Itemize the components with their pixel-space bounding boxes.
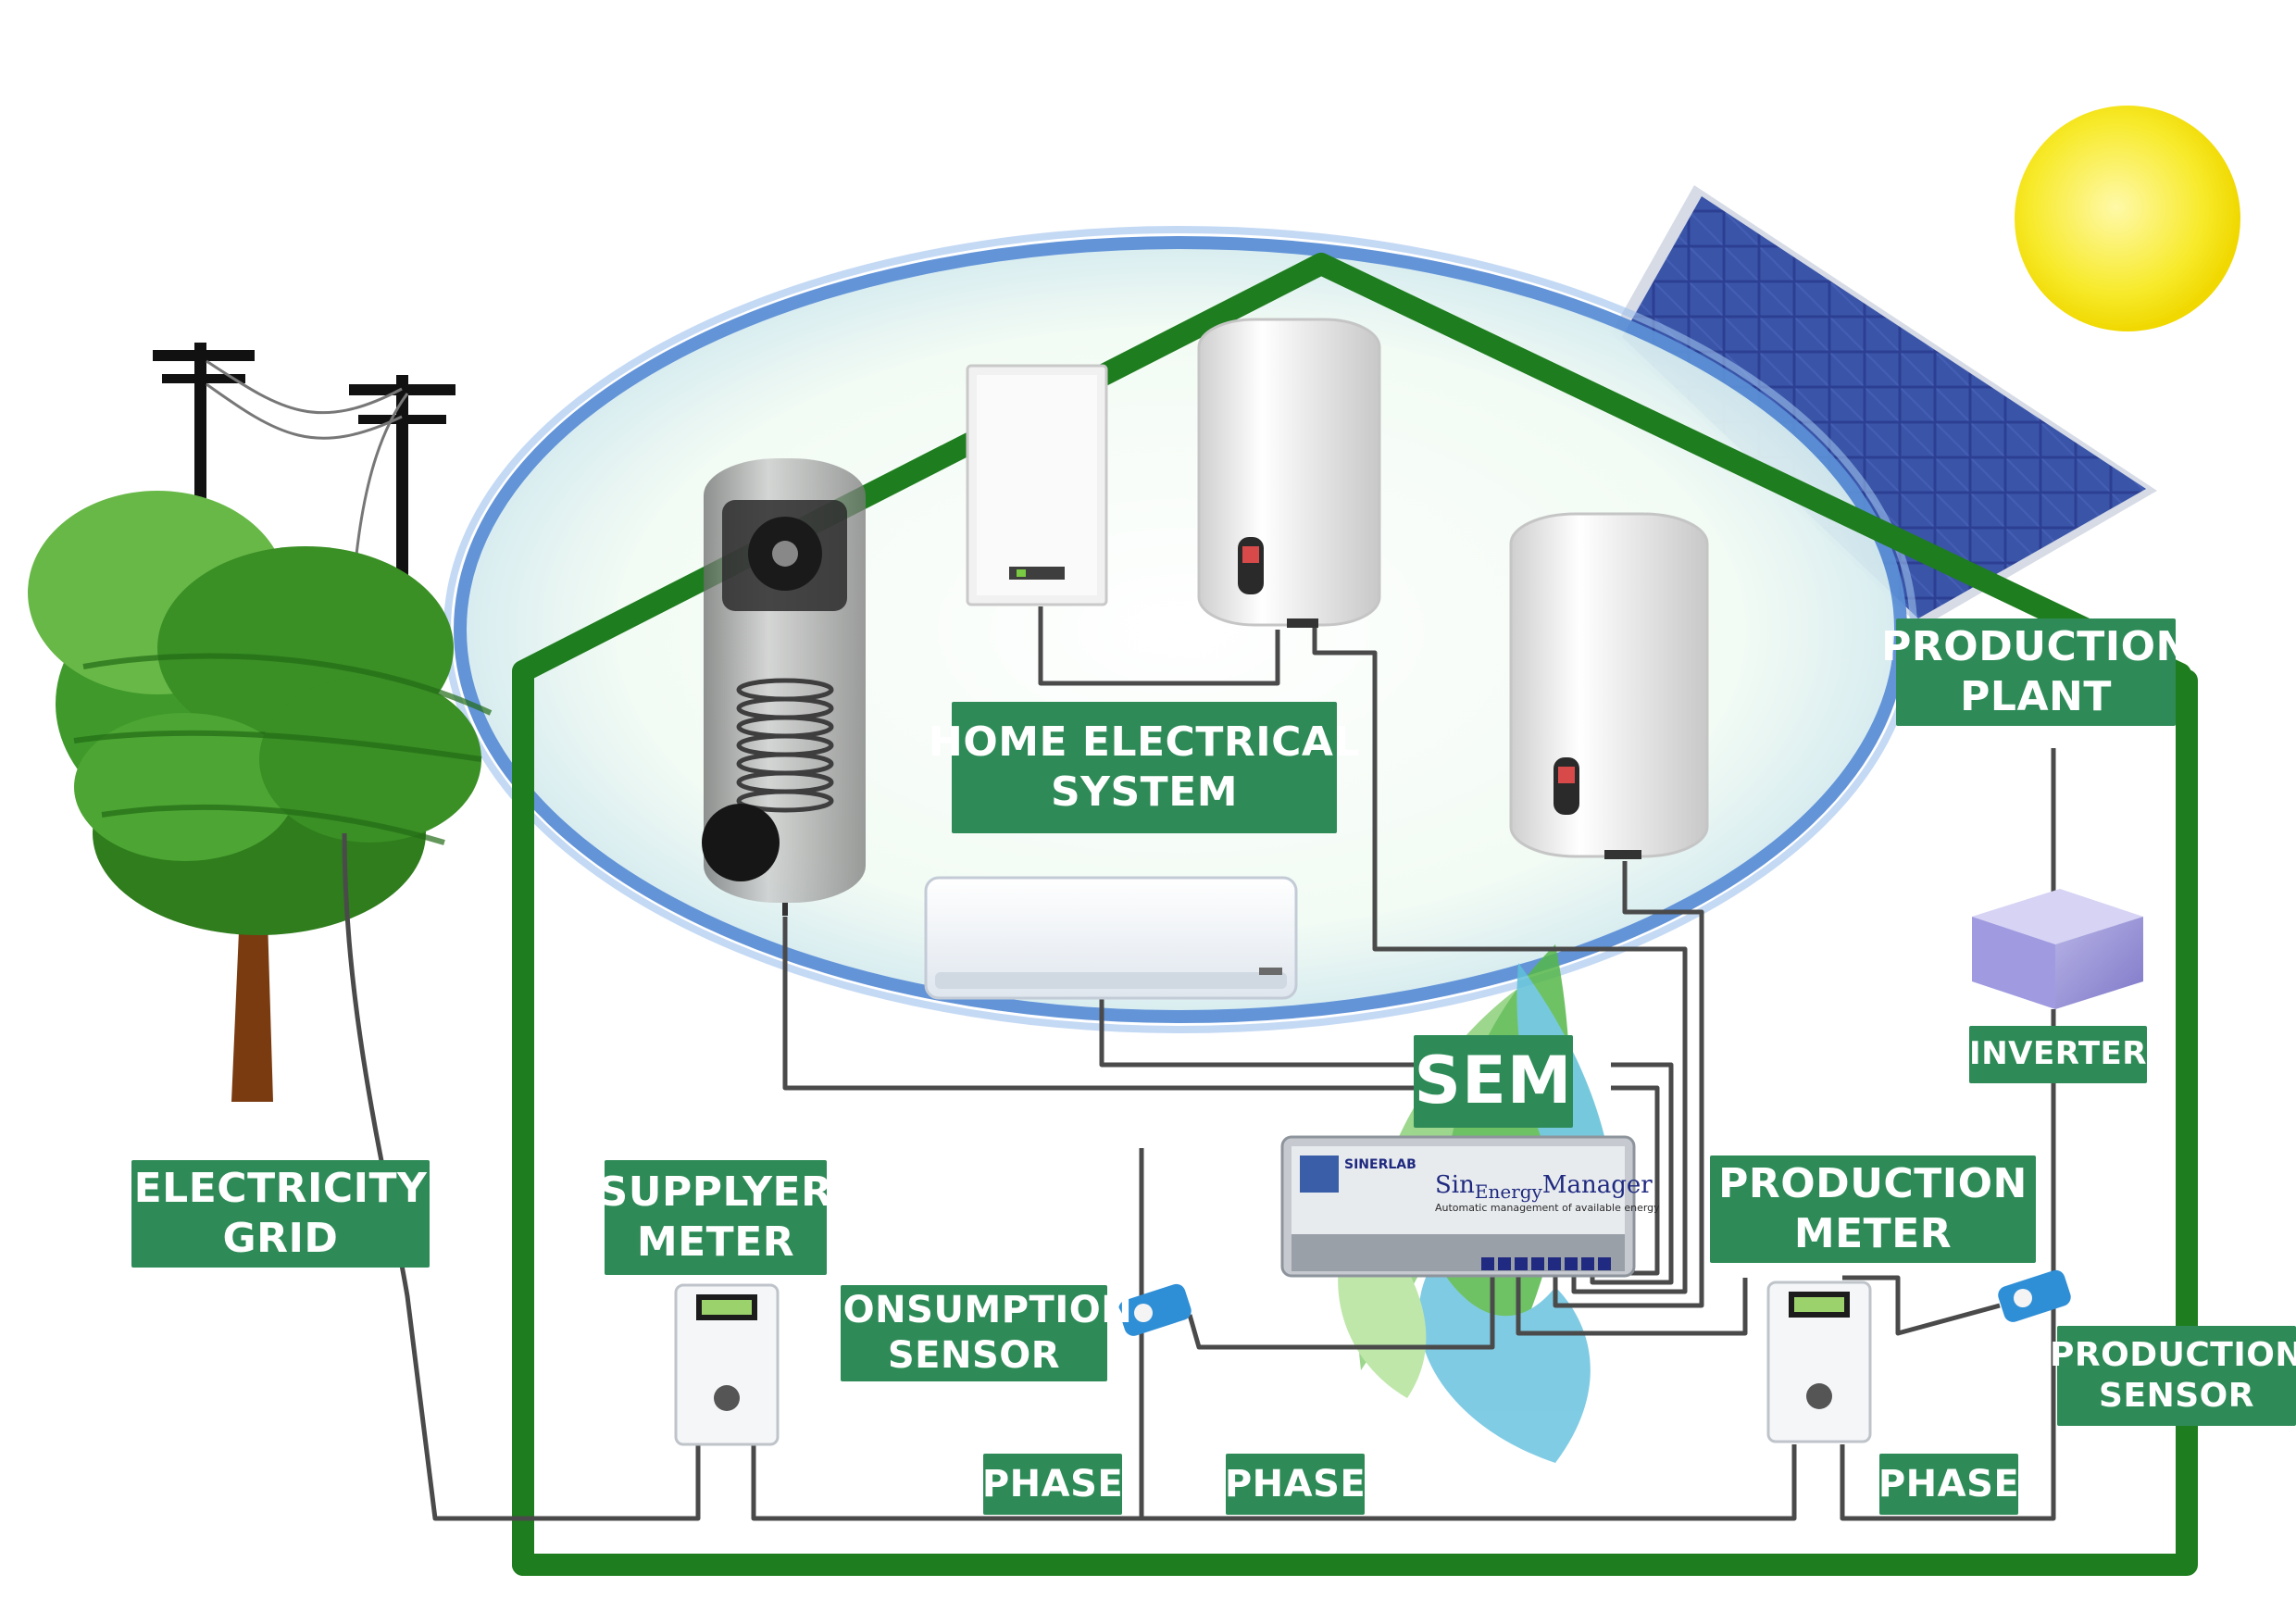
label-supplier-line-2: METER [636, 1218, 795, 1266]
label-consumption-sensor: CONSUMPTION SENSOR [816, 1285, 1132, 1381]
label-production-sensor: PRODUCTION SENSOR [2050, 1326, 2296, 1426]
label-prodsensor-line-2: SENSOR [2099, 1377, 2254, 1415]
label-production-meter: PRODUCTION METER [1710, 1156, 2036, 1263]
label-production-plant: PRODUCTION PLANT [1881, 618, 2190, 726]
label-sem: SEM [1414, 1035, 1573, 1128]
house-outline [512, 253, 2198, 1576]
label-prodmeter-line-1: PRODUCTION [1718, 1160, 2028, 1208]
label-consumption-line-2: SENSOR [887, 1334, 1061, 1377]
tree [28, 491, 493, 1102]
label-sem-text: SEM [1414, 1043, 1573, 1119]
label-supplier-meter: SUPPLYER METER [599, 1160, 832, 1275]
label-phase-3-text: PHASE [1878, 1462, 2020, 1505]
instant-water-heater [966, 364, 1108, 606]
inverter-box [1972, 889, 2143, 1009]
production-meter-device [1766, 1280, 1872, 1443]
sem-device: SINERLAB SinEnergyManager Automatic mana… [1280, 1135, 1660, 1278]
sem-device-title-energy: Energy [1475, 1181, 1543, 1203]
label-home-electrical-system: HOME ELECTRICAL SYSTEM [929, 702, 1360, 833]
sem-device-brand: SINERLAB [1344, 1157, 1416, 1172]
power-poles [153, 343, 455, 834]
label-prodsensor-line-1: PRODUCTION [2050, 1336, 2296, 1375]
label-plant-line-2: PLANT [1960, 673, 2112, 720]
label-plant-line-1: PRODUCTION [1881, 623, 2190, 671]
label-home-line-2: SYSTEM [1050, 768, 1239, 816]
label-phase-2: PHASE [1224, 1454, 1366, 1515]
supplier-meter-device [674, 1283, 780, 1446]
label-phase-1: PHASE [981, 1454, 1124, 1515]
sem-device-title-manager: Manager [1542, 1171, 1653, 1199]
air-conditioner [924, 876, 1298, 1000]
label-grid-line-1: ELECTRICITY [133, 1165, 428, 1213]
label-supplier-line-1: SUPPLYER [598, 1168, 833, 1217]
label-inverter: INVERTER [1969, 1026, 2147, 1083]
sem-device-title-prefix: Sin [1435, 1171, 1475, 1199]
heat-pump-tank [702, 458, 866, 916]
sem-device-title: SinEnergyManager [1435, 1171, 1653, 1203]
sem-device-tagline: Automatic management of available energy [1435, 1202, 1660, 1214]
production-sensor-device [1998, 1269, 2071, 1322]
label-grid-line-2: GRID [222, 1215, 339, 1262]
electric-boiler-1 [1197, 318, 1381, 628]
wiring [342, 606, 2056, 1521]
label-phase-3: PHASE [1878, 1454, 2020, 1515]
solar-panel [1611, 185, 2157, 628]
label-electricity-grid: ELECTRICITY GRID [131, 1160, 430, 1268]
label-inverter-text: INVERTER [1969, 1035, 2147, 1073]
label-prodmeter-line-2: METER [1793, 1210, 1953, 1257]
label-phase-2-text: PHASE [1224, 1462, 1366, 1505]
label-home-line-1: HOME ELECTRICAL [929, 718, 1360, 767]
label-phase-1-text: PHASE [981, 1462, 1124, 1505]
label-consumption-line-1: CONSUMPTION [815, 1289, 1133, 1332]
electric-boiler-2 [1509, 512, 1709, 859]
consumption-sensor-device [1118, 1283, 1192, 1336]
sun [2015, 106, 2240, 331]
